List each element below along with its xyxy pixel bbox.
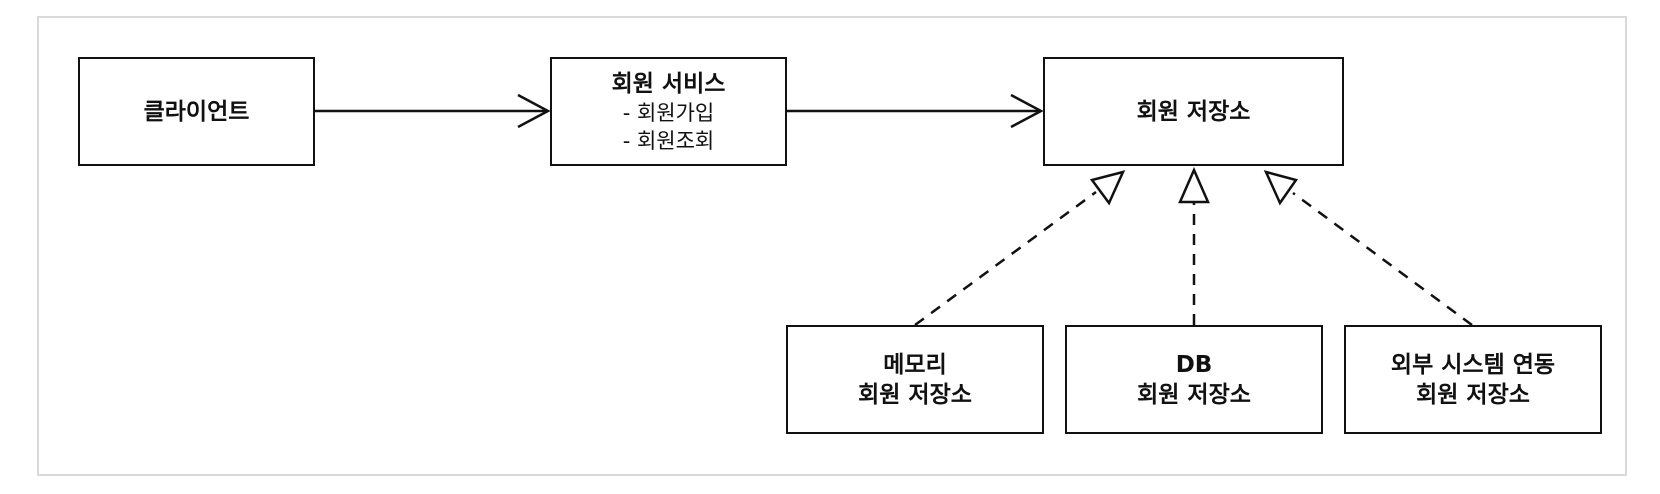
member-repository-label: 회원 저장소 <box>1136 98 1251 125</box>
db-repository-line1: DB <box>1175 351 1213 378</box>
db-repository-node: DB 회원 저장소 <box>1065 325 1323 434</box>
member-service-node: 회원 서비스 - 회원가입 - 회원조회 <box>550 57 787 166</box>
memory-repository-line2: 회원 저장소 <box>858 381 972 408</box>
edge-memory-realizes-repository <box>914 170 1126 327</box>
external-repository-node: 외부 시스템 연동 회원 저장소 <box>1344 325 1602 434</box>
member-repository-node: 회원 저장소 <box>1043 57 1344 166</box>
external-repository-line1: 외부 시스템 연동 <box>1390 351 1556 378</box>
client-label: 클라이언트 <box>143 98 250 125</box>
member-service-title: 회원 서비스 <box>611 70 726 97</box>
external-repository-line2: 회원 저장소 <box>1416 381 1530 408</box>
edge-service-to-repository <box>787 93 1044 129</box>
memory-repository-line1: 메모리 <box>883 351 947 378</box>
db-repository-line2: 회원 저장소 <box>1137 381 1251 408</box>
memory-repository-node: 메모리 회원 저장소 <box>786 325 1044 434</box>
edge-client-to-service <box>315 93 551 129</box>
member-service-operation-lookup: - 회원조회 <box>622 128 715 153</box>
client-node: 클라이언트 <box>78 57 315 166</box>
edge-external-realizes-repository <box>1263 170 1473 327</box>
member-service-operation-join: - 회원가입 <box>622 100 715 125</box>
edge-db-realizes-repository <box>1178 166 1210 325</box>
